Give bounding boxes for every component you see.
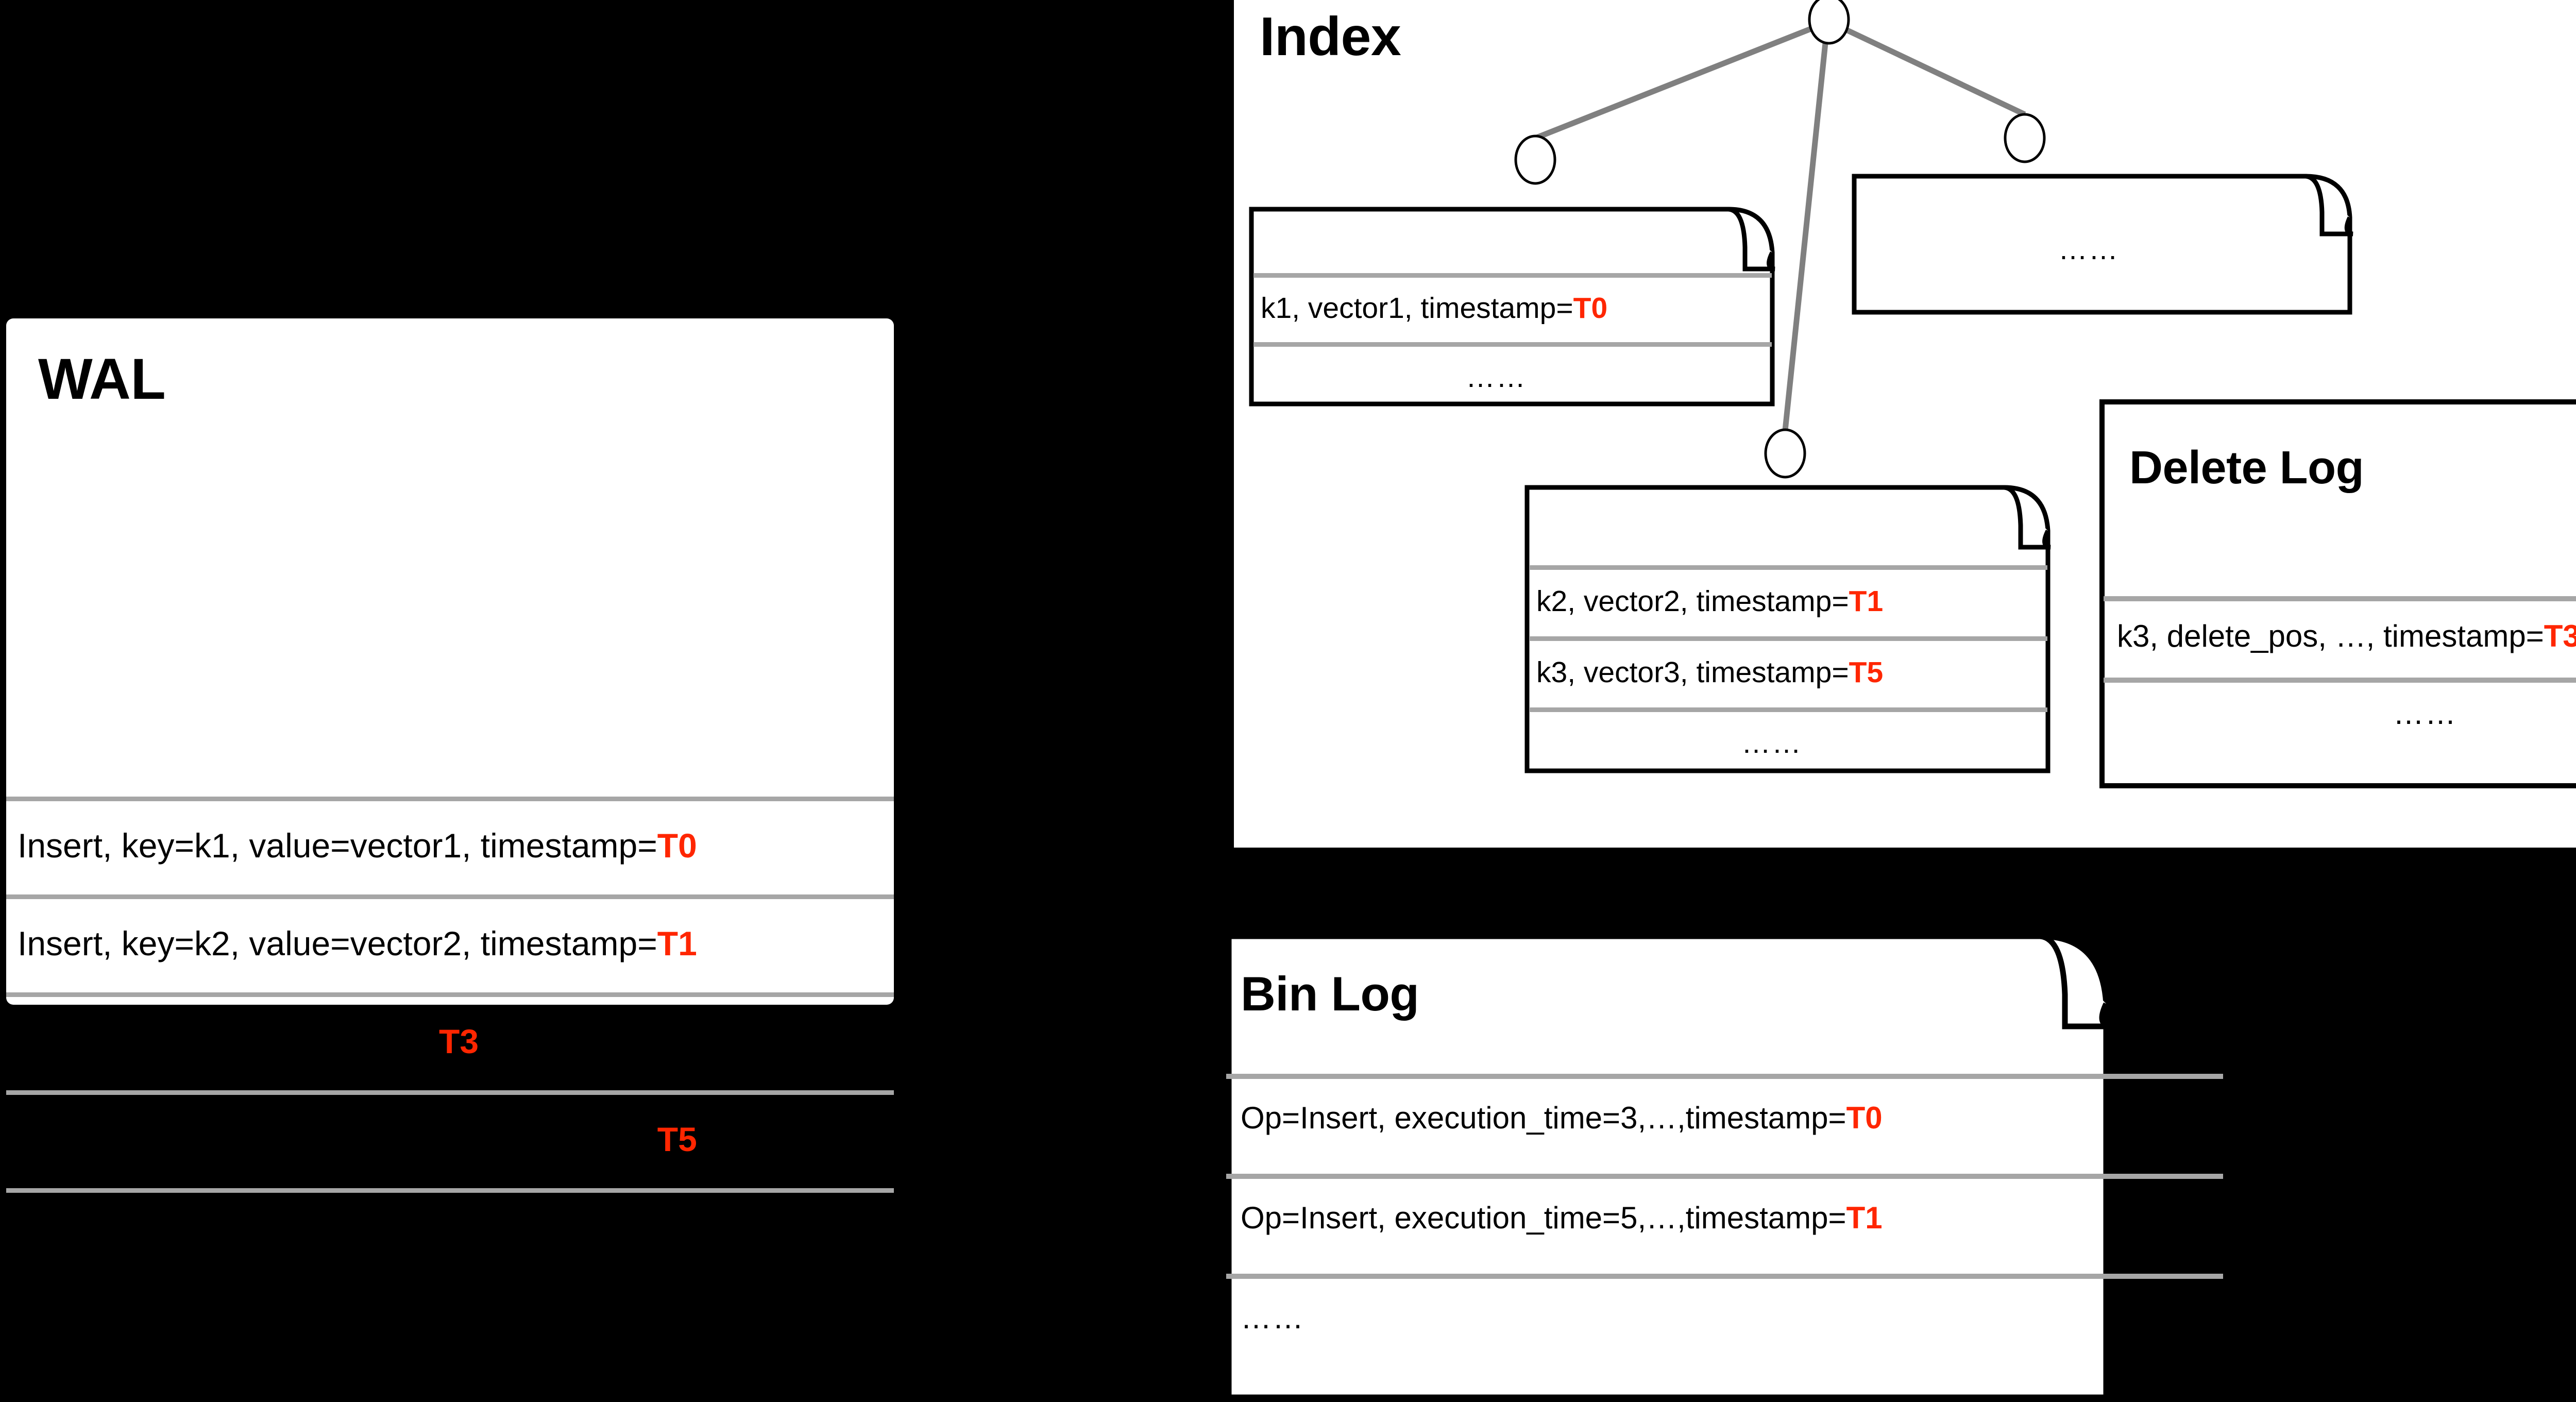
leaf-k1-row: k1, vector1, timestamp=T0 xyxy=(1261,294,1607,323)
leaf-k1-row-label: k1, vector1, timestamp= xyxy=(1261,292,1573,325)
delete-log-row-label: …… xyxy=(2393,696,2457,731)
wal-separator xyxy=(6,894,894,899)
wal-separator xyxy=(6,1188,894,1193)
wal-title: WAL xyxy=(38,347,166,411)
leaf-k2k3-row: k3, vector3, timestamp=T5 xyxy=(1536,658,1883,687)
wal-row-timestamp: T3 xyxy=(439,1022,479,1060)
leaf-k2k3-row-timestamp: T1 xyxy=(1849,585,1884,618)
tree-node-right xyxy=(2004,113,2046,163)
leaf-k1-row-timestamp: T0 xyxy=(1573,292,1608,325)
delete-log-row-timestamp: T3 xyxy=(2544,619,2576,653)
wal-row-label: Insert, key=k3, value=vector3, timestamp… xyxy=(18,1120,657,1158)
delete-log-shape xyxy=(2099,399,2576,788)
bin-log-panel: Bin Log Op=Insert, execution_time=3,…,ti… xyxy=(1226,933,2223,1400)
wal-row-timestamp: T1 xyxy=(657,924,697,962)
wal-separator xyxy=(6,992,894,997)
wal-row-label: Insert, key=k1, value=vector1, timestamp… xyxy=(18,826,657,865)
tree-node-left xyxy=(1514,134,1556,185)
bin-log-separator xyxy=(1226,1074,2223,1079)
index-leaf-k2k3: k2, vector2, timestamp=T1 k3, vector3, t… xyxy=(1524,485,2056,773)
leaf-k2k3-row: k2, vector2, timestamp=T1 xyxy=(1536,587,1883,616)
leaf-k2k3-row-timestamp: T5 xyxy=(1849,656,1884,689)
delete-log-row-label: k3, delete_pos, …, timestamp= xyxy=(2117,619,2544,653)
leaf-k1-separator xyxy=(1253,273,1772,278)
leaf-k1-shape xyxy=(1249,207,1775,407)
delete-log-row: …… xyxy=(2393,698,2457,729)
bin-log-row: Op=Insert, execution_time=5,…,timestamp=… xyxy=(1241,1203,1883,1234)
leaf-k2k3-row-label: k3, vector3, timestamp= xyxy=(1536,656,1849,689)
bin-log-row-label: Op=Insert, execution_time=3,…,timestamp= xyxy=(1241,1101,1846,1135)
bin-log-title: Bin Log xyxy=(1241,967,1419,1021)
tree-edge-root-left xyxy=(1534,19,1831,141)
leaf-k2k3-row: …… xyxy=(1741,729,1802,758)
leaf-k2k3-row-label: k2, vector2, timestamp= xyxy=(1536,585,1849,618)
leaf-k1-row-label: …… xyxy=(1466,361,1527,394)
index-panel: Index k1, vector1, ti xyxy=(1234,0,2576,848)
wal-row: Delete, key=k1, timestamp=T3 xyxy=(18,1024,479,1058)
bin-log-shape xyxy=(1226,933,2112,1400)
index-leaf-ellipsis: …… xyxy=(1852,174,2357,315)
tree-edge-root-right xyxy=(1827,19,2026,117)
wal-separator xyxy=(6,1090,894,1095)
wal-separator xyxy=(6,797,894,801)
bin-log-row: …… xyxy=(1241,1303,1304,1333)
bin-log-row-timestamp: T0 xyxy=(1846,1101,1883,1135)
delete-log-panel: Delete Log k3, delete_pos, …, timestamp=… xyxy=(2099,399,2576,788)
bin-log-row-label: …… xyxy=(1241,1300,1304,1335)
bin-log-row: Op=Insert, execution_time=3,…,timestamp=… xyxy=(1241,1103,1883,1134)
wal-row-label: Delete, key=k1, timestamp= xyxy=(18,1022,439,1060)
wal-row: Insert, key=k3, value=vector3, timestamp… xyxy=(18,1122,697,1156)
delete-log-title: Delete Log xyxy=(2129,442,2364,494)
wal-panel: WAL Insert, key=k1, value=vector1, times… xyxy=(6,318,894,1253)
leaf-ellipsis-shape xyxy=(1852,174,2353,315)
leaf-ellipsis-row: …… xyxy=(2058,235,2119,264)
bin-log-separator xyxy=(1226,1274,2223,1279)
leaf-k1-row: …… xyxy=(1466,363,1527,392)
leaf-k2k3-separator xyxy=(1529,636,2047,641)
wal-row-label: Insert, key=k2, value=vector2, timestamp… xyxy=(18,924,657,962)
wal-row-label: …… xyxy=(18,1217,88,1255)
leaf-k1-separator xyxy=(1253,342,1772,347)
bin-log-row-label: Op=Insert, execution_time=5,…,timestamp= xyxy=(1241,1201,1846,1235)
index-title: Index xyxy=(1260,6,1401,67)
delete-log-row: k3, delete_pos, …, timestamp=T3 xyxy=(2117,621,2576,652)
leaf-k2k3-shape xyxy=(1524,485,2051,773)
leaf-k2k3-separator xyxy=(1529,707,2047,712)
delete-log-separator xyxy=(2104,596,2576,601)
wal-row: …… xyxy=(18,1219,88,1253)
leaf-k2k3-row-label: …… xyxy=(1741,727,1802,759)
leaf-k2k3-separator xyxy=(1529,565,2047,570)
bin-log-row-timestamp: T1 xyxy=(1846,1201,1883,1235)
delete-log-separator xyxy=(2104,678,2576,683)
wal-row-timestamp: T5 xyxy=(657,1120,697,1158)
tree-edge-root-bottom xyxy=(1782,23,1831,431)
bin-log-separator xyxy=(1226,1174,2223,1179)
index-leaf-k1: k1, vector1, timestamp=T0 …… xyxy=(1249,207,1780,407)
wal-row-timestamp: T0 xyxy=(657,826,697,865)
tree-node-bottom xyxy=(1764,428,1806,479)
leaf-ellipsis-row-label: …… xyxy=(2058,233,2119,266)
wal-row: Insert, key=k1, value=vector1, timestamp… xyxy=(18,829,697,863)
wal-row: Insert, key=k2, value=vector2, timestamp… xyxy=(18,926,697,960)
tree-node-root xyxy=(1808,0,1850,45)
